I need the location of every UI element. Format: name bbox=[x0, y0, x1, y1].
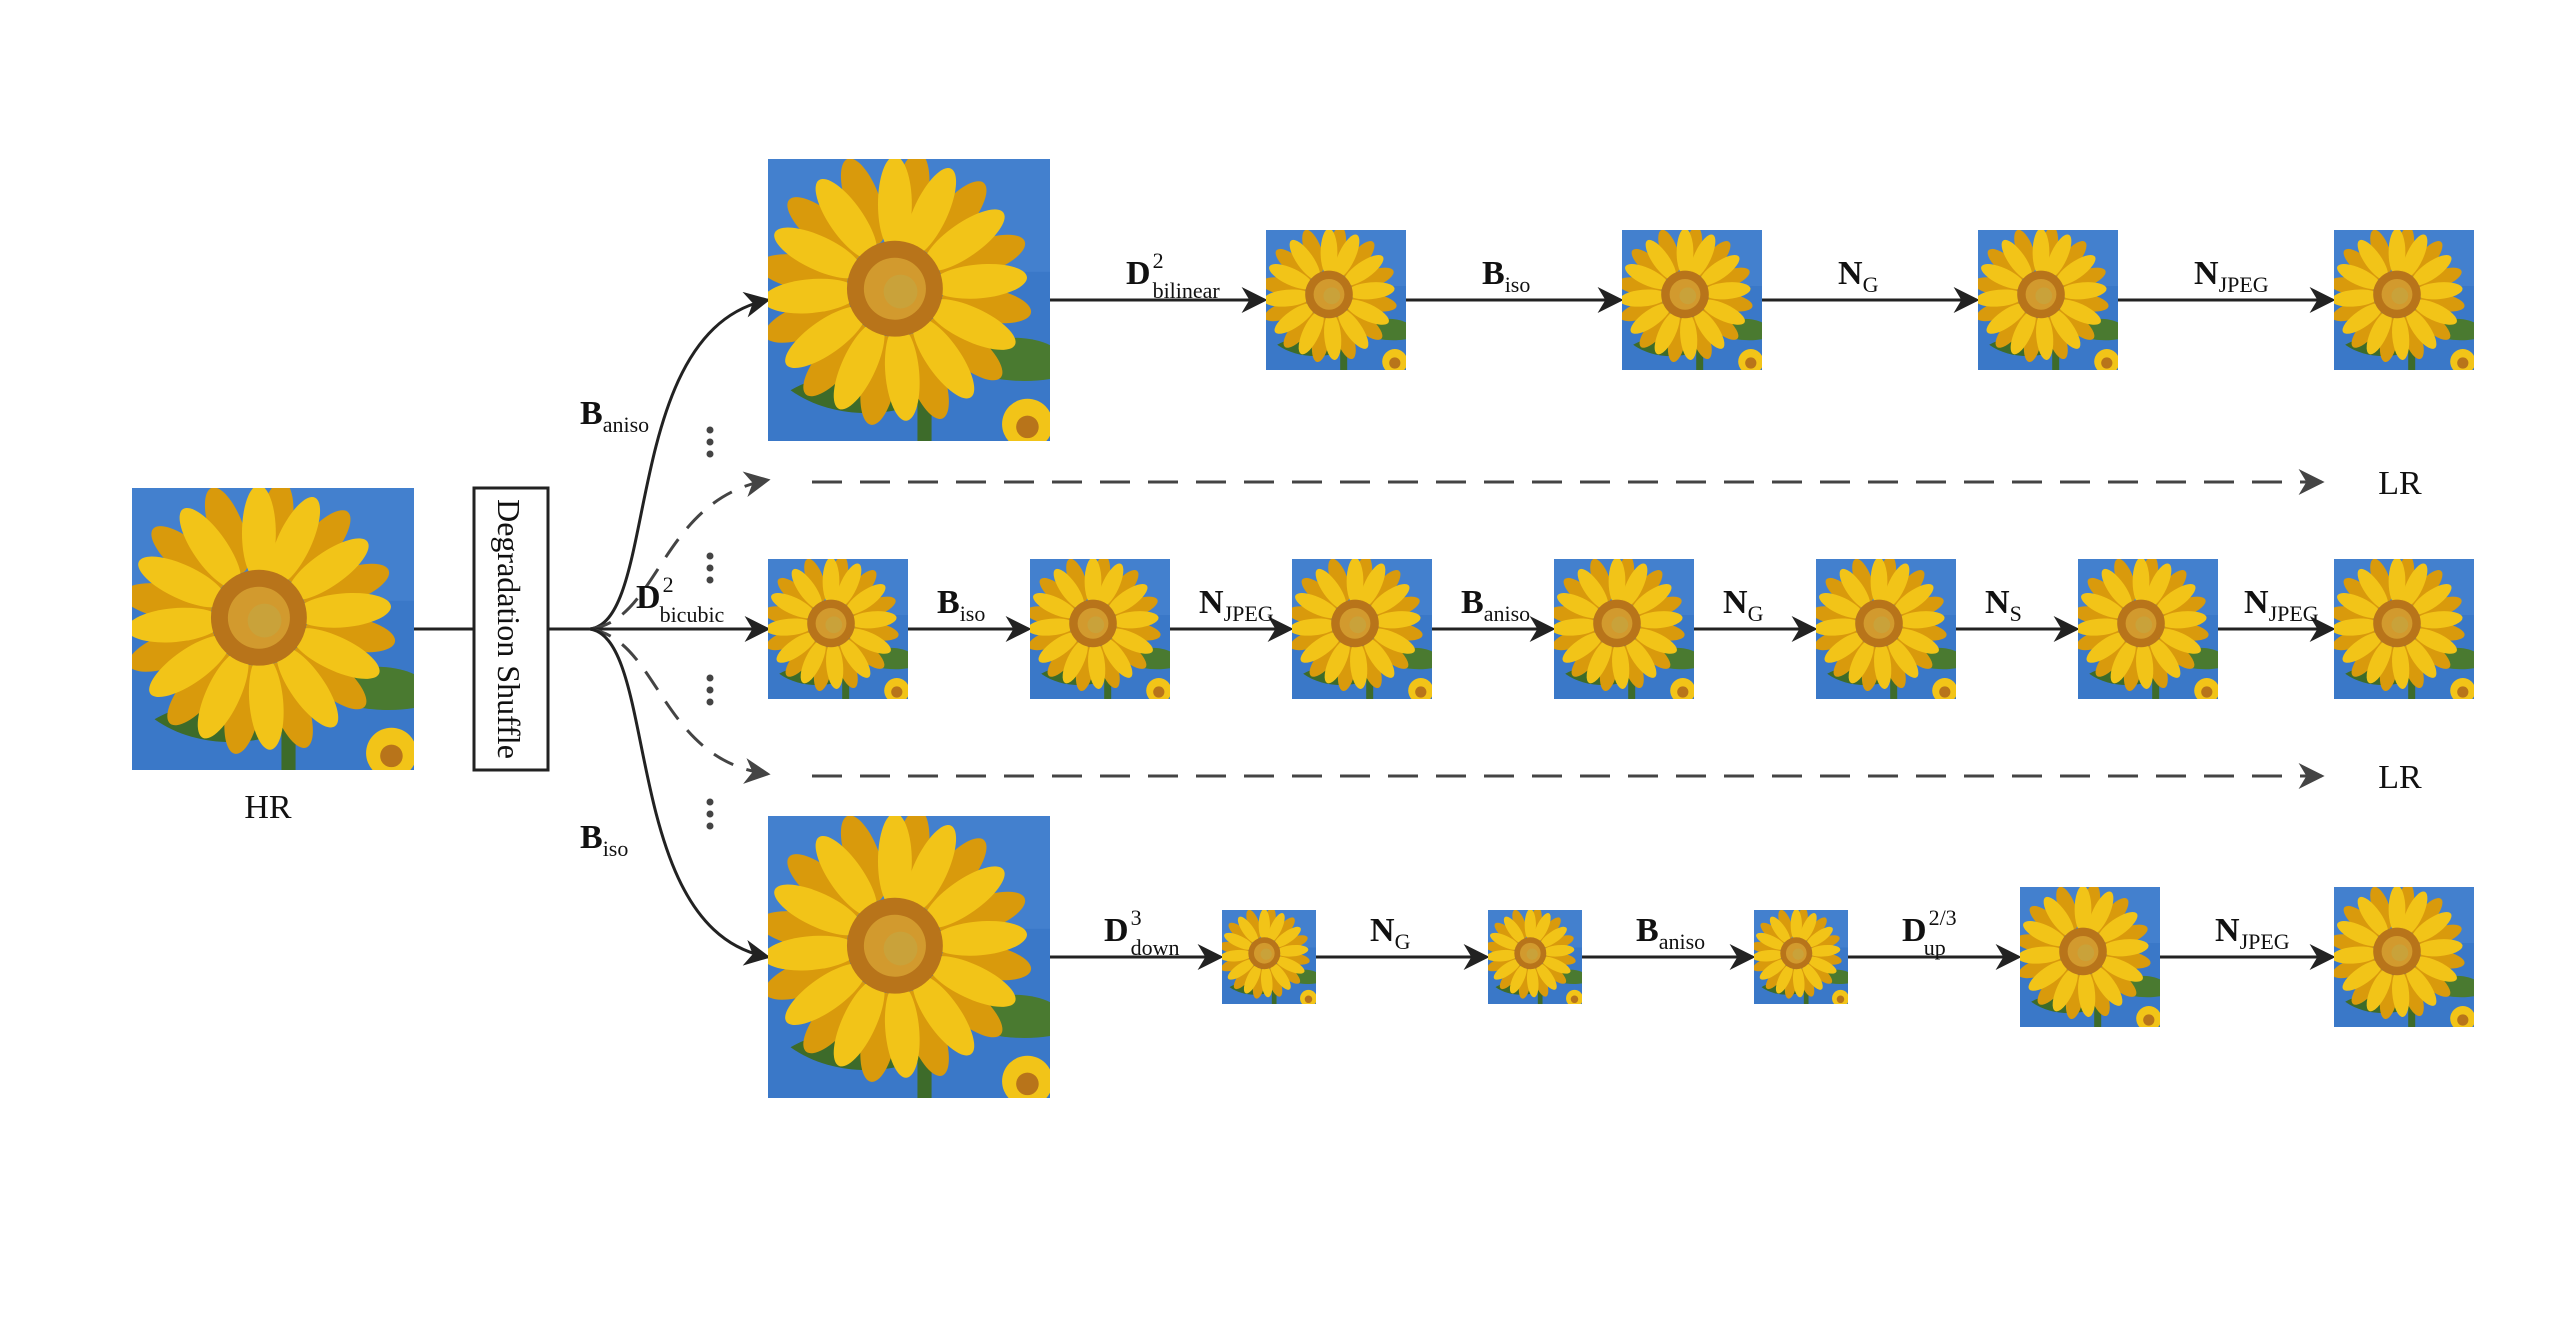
branch-curve-top bbox=[589, 291, 771, 631]
pipeline-1-op-label-3: NG bbox=[1838, 255, 1879, 297]
pipeline-2-op-label-6: NJPEG bbox=[2244, 584, 2319, 626]
branch-curve-bottom bbox=[589, 627, 771, 966]
pipeline-3-op-label-3: Baniso bbox=[1636, 912, 1705, 954]
pipeline-2-image-6 bbox=[2078, 559, 2218, 699]
pipeline-2-op-label-5: NS bbox=[1985, 584, 2022, 626]
pipeline-2-image-1 bbox=[768, 559, 908, 699]
ellipsis-dots-3 bbox=[706, 674, 714, 706]
pipeline-1-image-5 bbox=[2334, 230, 2474, 370]
pipeline-2-op-label-2: NJPEG bbox=[1199, 584, 1274, 626]
pipeline-2-image-4 bbox=[1554, 559, 1694, 699]
degradation-shuffle-label: Degradation Shuffle bbox=[491, 499, 527, 759]
branch-label-top: Baniso bbox=[580, 395, 649, 437]
pipeline-3-image-3 bbox=[1488, 910, 1582, 1004]
pipeline-3-op-label-2: NG bbox=[1370, 912, 1411, 954]
pipeline-1-op-label-4: NJPEG bbox=[2194, 255, 2269, 297]
branch-curve-dashed-upper bbox=[589, 471, 771, 631]
pipeline-3-image-5 bbox=[2020, 887, 2160, 1027]
branch-curve-dashed-lower bbox=[589, 627, 771, 784]
pipeline-1-op-label-2: Biso bbox=[1482, 255, 1530, 297]
hr-label: HR bbox=[244, 789, 292, 826]
lr-label-upper: LR bbox=[2378, 465, 2422, 502]
pipeline-1-image-3 bbox=[1622, 230, 1762, 370]
pipeline-1-image-4 bbox=[1978, 230, 2118, 370]
ellipsis-dots-1 bbox=[706, 426, 714, 458]
pipeline-2-op-label-1: Biso bbox=[937, 584, 985, 626]
ellipsis-dots-2 bbox=[706, 552, 714, 584]
pipeline-2-image-2 bbox=[1030, 559, 1170, 699]
pipeline-1-image-2 bbox=[1266, 230, 1406, 370]
branch-label-bottom: Biso bbox=[580, 819, 628, 861]
pipeline-3-image-2 bbox=[1222, 910, 1316, 1004]
pipeline-2-op-label-4: NG bbox=[1723, 584, 1764, 626]
pipeline-1-image-1 bbox=[768, 159, 1050, 441]
pipeline-3-image-6 bbox=[2334, 887, 2474, 1027]
ellipsis-dots-4 bbox=[706, 798, 714, 830]
pipeline-2-image-7 bbox=[2334, 559, 2474, 699]
pipeline-3-op-label-5: NJPEG bbox=[2215, 912, 2290, 954]
pipeline-2-op-label-3: Baniso bbox=[1461, 584, 1530, 626]
pipeline-3-image-4 bbox=[1754, 910, 1848, 1004]
lr-label-lower: LR bbox=[2378, 759, 2422, 796]
pipeline-3-image-1 bbox=[768, 816, 1050, 1098]
pipeline-2-image-3 bbox=[1292, 559, 1432, 699]
hr-image bbox=[132, 488, 414, 770]
pipeline-2-image-5 bbox=[1816, 559, 1956, 699]
